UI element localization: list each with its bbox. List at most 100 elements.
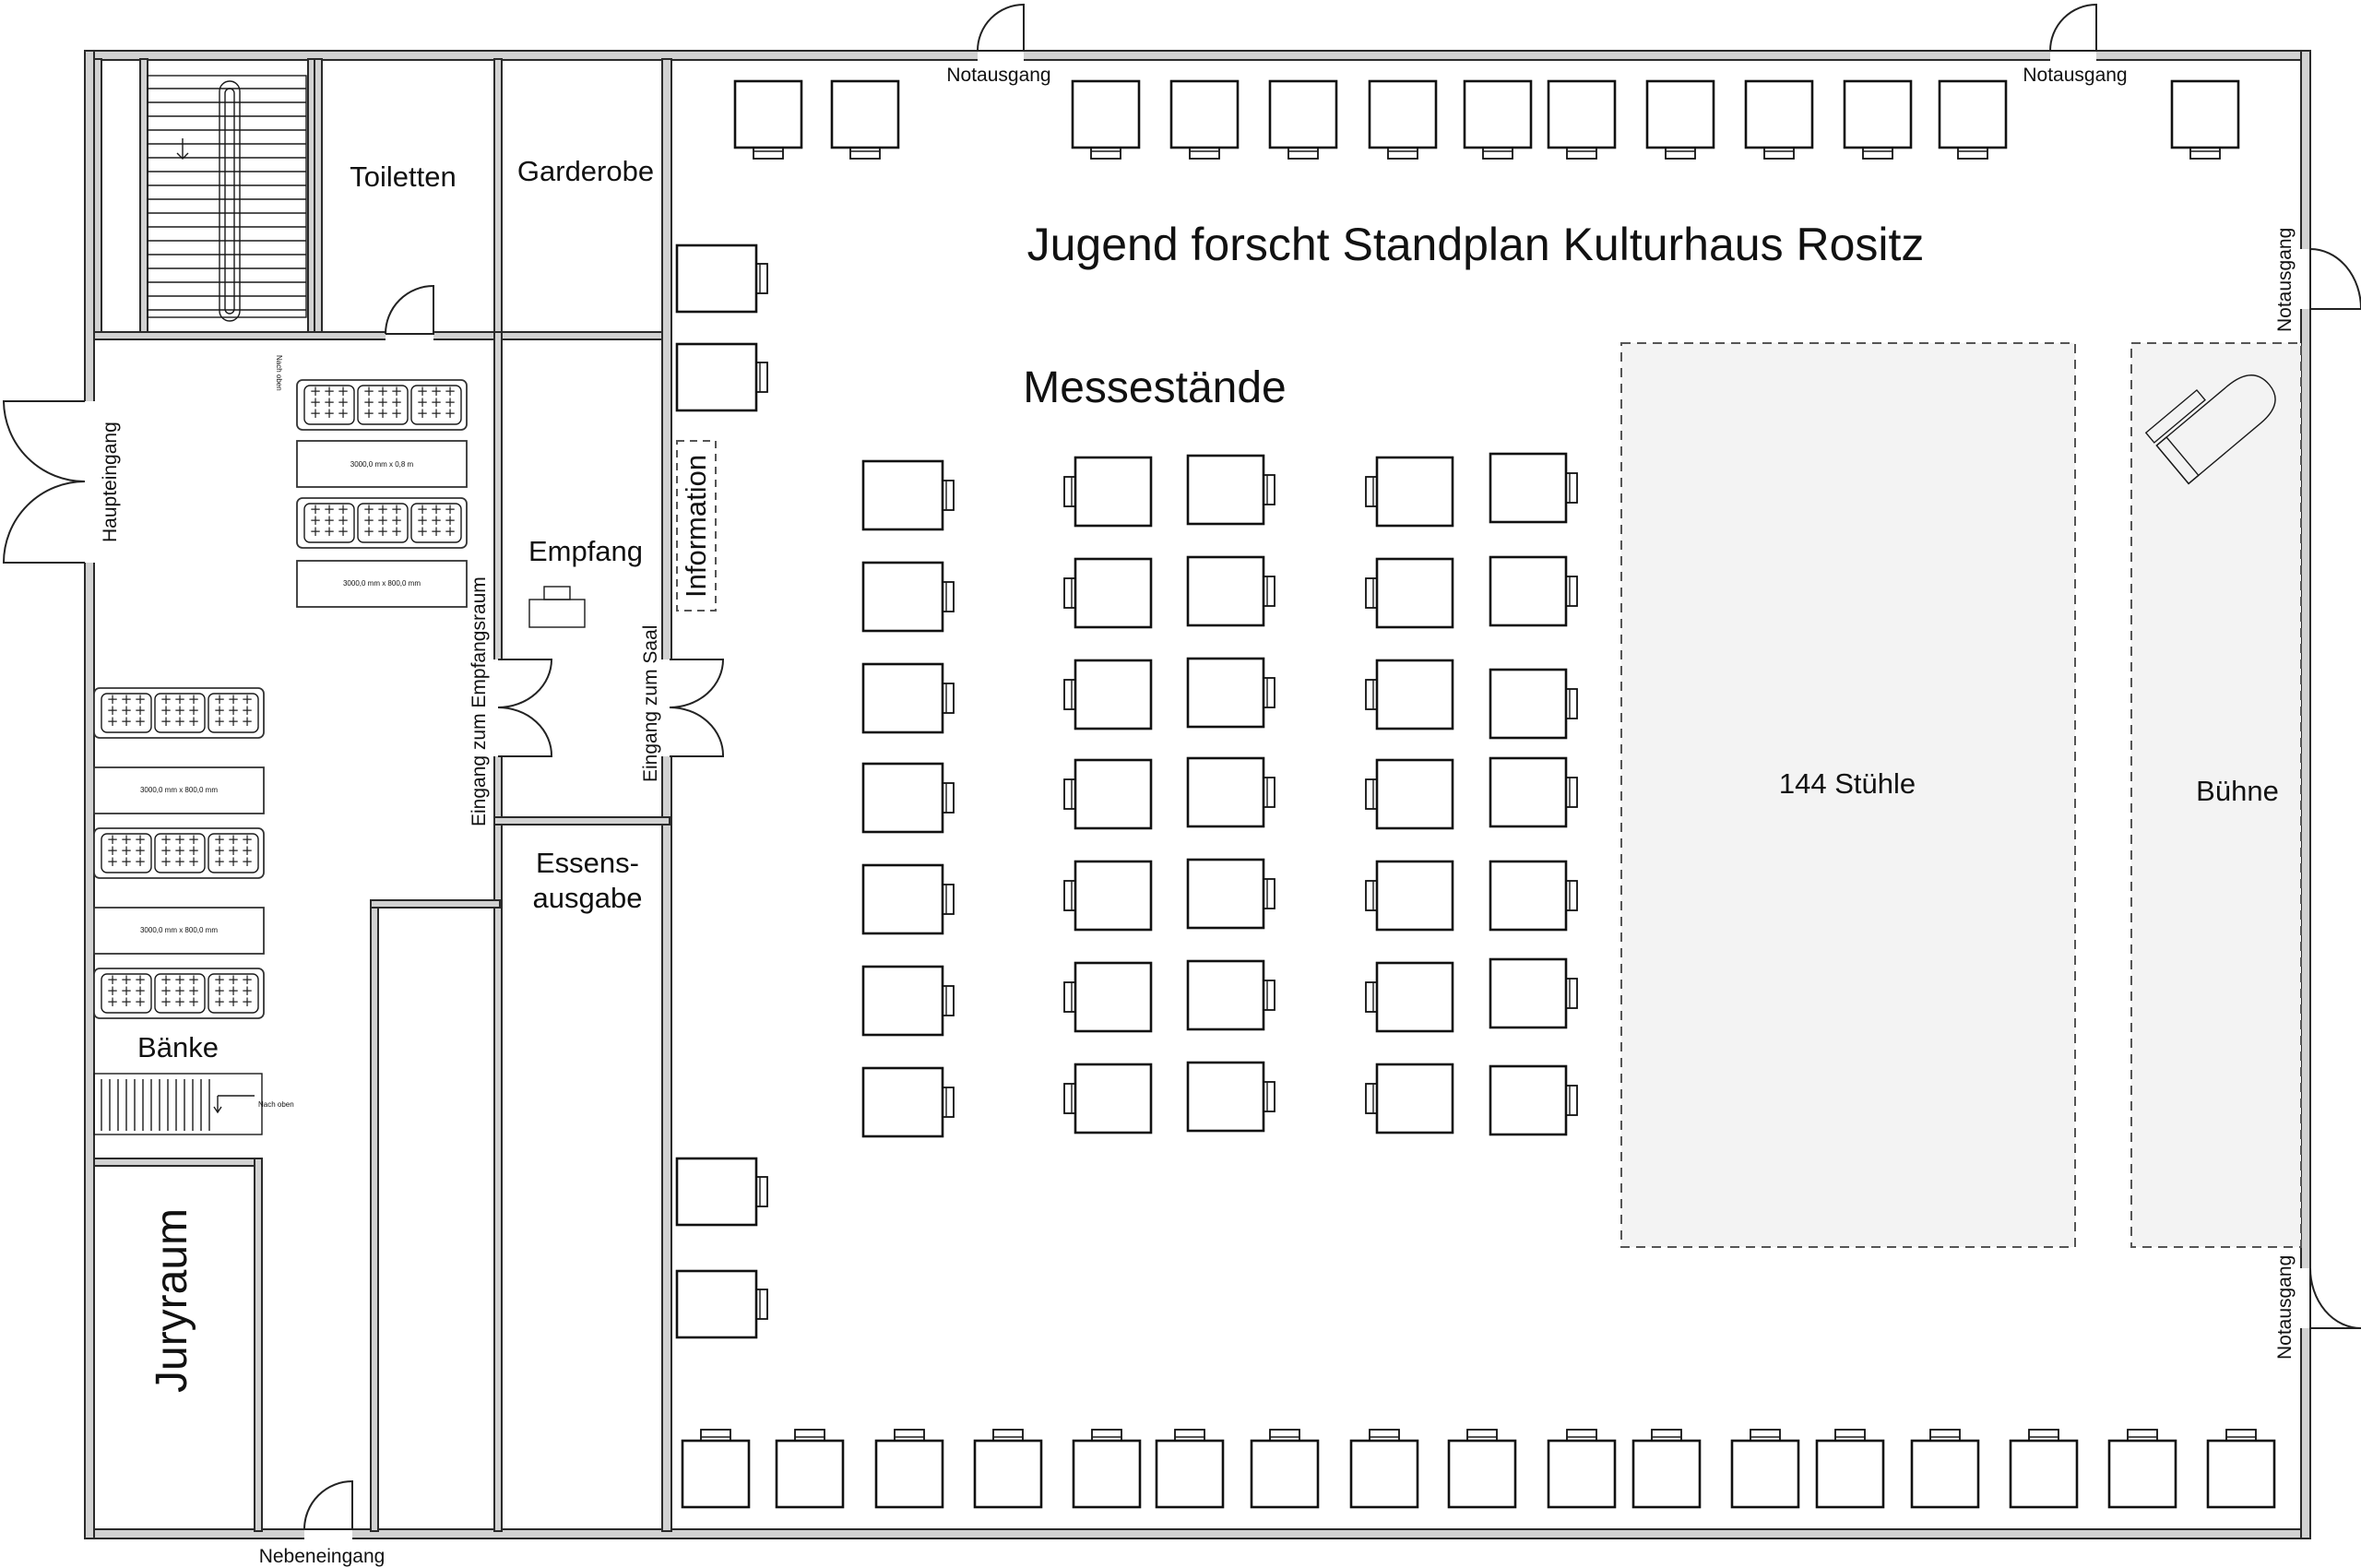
svg-text:+: + [214,713,226,730]
svg-text:+: + [445,405,457,422]
booth-table [1645,79,1715,149]
svg-text:+: + [324,405,336,422]
table-dimension: 3000,0 mm x 0,8 m [350,460,414,469]
chair-icon [1862,147,1893,160]
booth-table [1938,79,2008,149]
chair-icon [1263,1081,1275,1112]
booth-stand [1063,557,1153,629]
room-label-toilets: Toiletten [350,160,456,193]
table-dimension: 3000,0 mm x 800,0 mm [140,926,218,934]
booth-stand [1063,860,1153,932]
booth-table [1375,1063,1454,1134]
chair-icon [942,480,955,511]
booth-table [1169,79,1240,149]
booth-table [1074,758,1153,830]
booth-stand [1063,456,1153,528]
chair-icon [1387,147,1418,160]
chair-icon [1189,147,1220,160]
booth-table [861,561,944,633]
svg-text:+: + [363,523,375,540]
booth-table [1489,668,1568,740]
booth-stand [2206,1429,2276,1509]
svg-text:+: + [188,982,200,999]
chair-icon [1665,147,1696,160]
chair-icon [1565,880,1578,911]
svg-text:+: + [107,853,119,870]
booth-stand [675,342,768,412]
chair-icon [894,1429,925,1442]
booth-stand [861,561,955,633]
svg-text:+: + [391,501,403,517]
svg-text:+: + [188,702,200,719]
svg-text:+: + [228,853,240,870]
svg-text:+: + [242,713,254,730]
booth-table [2170,79,2240,149]
chair-icon [1263,677,1275,708]
svg-text:+: + [214,993,226,1010]
svg-text:+: + [107,831,119,848]
svg-text:+: + [174,971,186,988]
svg-text:+: + [417,523,429,540]
booth-table [830,79,900,149]
svg-text:+: + [121,831,133,848]
booth-table [1375,456,1454,528]
booth-table [1074,1063,1153,1134]
booth-stand [1489,555,1578,627]
svg-text:+: + [174,993,186,1010]
svg-text:+: + [431,383,443,399]
svg-text:+: + [431,394,443,410]
chair-icon [1365,577,1378,609]
booth-stand [1155,1429,1225,1509]
chair-icon [942,782,955,814]
svg-text:+: + [242,993,254,1010]
chair-icon [1565,576,1578,607]
svg-text:+: + [160,853,172,870]
booth-table [2107,1439,2177,1509]
chair-icon [1651,1429,1682,1442]
booth-stand [1489,756,1578,828]
booth-stand [1365,758,1454,830]
booth-stand [1843,79,1913,160]
booth-stand [1365,1063,1454,1134]
booth-table [1349,1439,1419,1509]
booth-table [1489,860,1568,932]
svg-text:+: + [121,993,133,1010]
svg-text:+: + [242,831,254,848]
labels: Jugend forscht Standplan Kulturhaus Rosi… [100,65,2296,1567]
stairs-up-label: Nach oben [275,355,283,391]
chair-icon [2127,1429,2158,1442]
chair-icon [1957,147,1988,160]
chair-icon [1365,778,1378,810]
svg-text:+: + [228,993,240,1010]
booth-table [1631,1439,1702,1509]
svg-text:+: + [188,831,200,848]
svg-text:+: + [242,702,254,719]
svg-text:+: + [363,405,375,422]
svg-text:+: + [160,831,172,848]
table: 3000,0 mm x 0,8 m [296,440,468,488]
booth-table [1250,1439,1320,1509]
booth-table [1186,959,1265,1031]
booth-stand [1365,456,1454,528]
booth-table [1074,961,1153,1033]
booth-stand [1063,1063,1153,1134]
svg-text:+: + [417,512,429,529]
svg-text:+: + [107,971,119,988]
booth-stand [1186,1061,1275,1133]
chair-icon [1269,1429,1300,1442]
booth-stand [861,762,955,834]
svg-text:+: + [445,394,457,410]
chair-icon [1063,1083,1076,1114]
svg-text:+: + [188,842,200,859]
booth-table [861,965,944,1037]
chair-icon [794,1429,825,1442]
chair-icon [1834,1429,1866,1442]
svg-text:+: + [107,982,119,999]
hall-entrance-label: Eingang zum Saal [640,625,661,782]
booth-table [1186,657,1265,729]
chair-icon [1929,1429,1961,1442]
booth-table [1186,555,1265,627]
svg-text:+: + [417,394,429,410]
booth-stand [1547,1429,1617,1509]
information-desk [676,440,717,612]
